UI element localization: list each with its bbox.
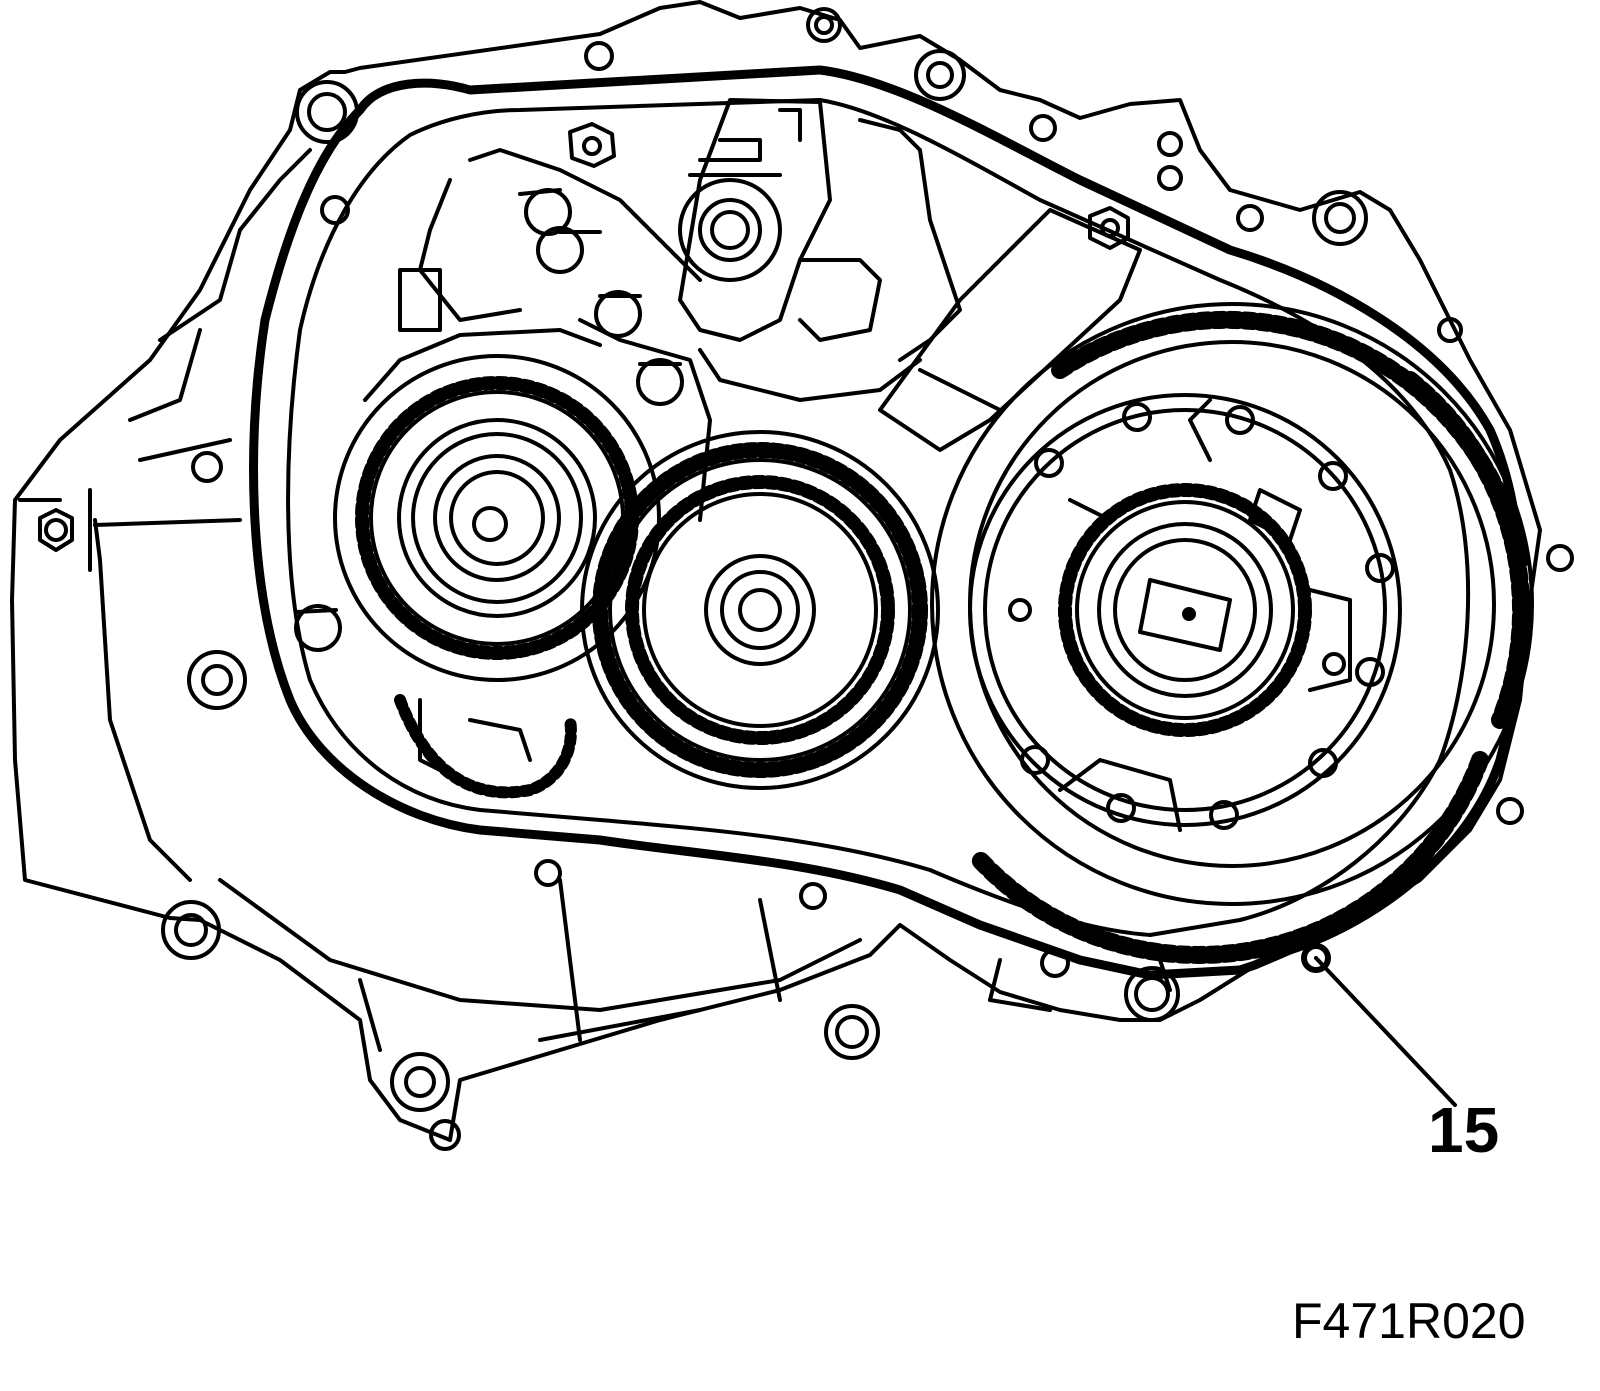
figure-code: F471R020 [1292,1293,1526,1349]
hex-bolts-top [568,122,1130,250]
inner-wall-2 [93,518,192,882]
inner-wall [286,98,1471,937]
hex-nut-left [38,508,74,552]
centre-gear [580,430,940,790]
mounting-bosses [161,7,1574,1151]
bolt-circle [1008,402,1395,830]
idler-gear [294,604,577,799]
callout-leader [1314,956,1457,1107]
inner-rib-left [158,148,312,342]
callout-label: 15 [1428,1094,1500,1166]
inner-rib-bottom [218,878,862,1012]
support-plate [878,208,1142,452]
ring-gear [930,302,1534,964]
